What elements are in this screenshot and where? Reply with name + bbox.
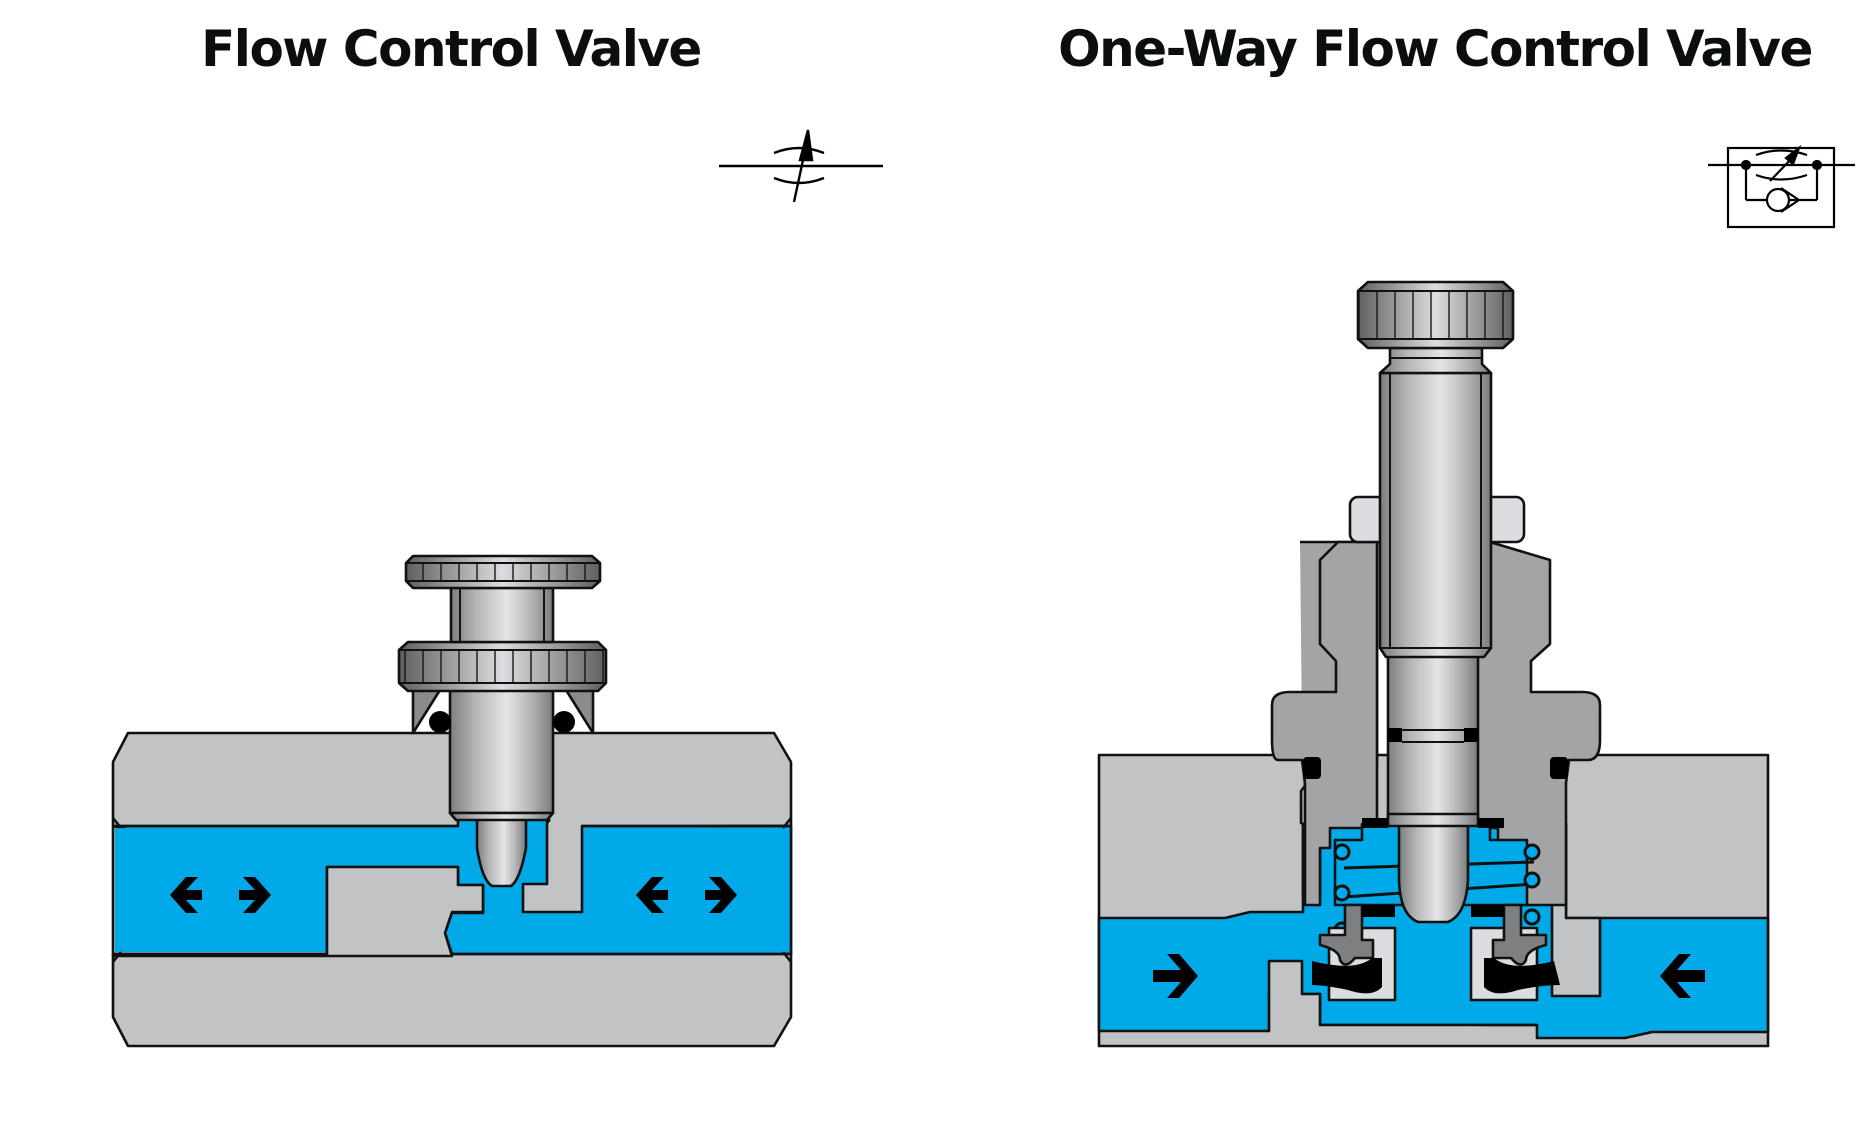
- left-right-arrow: [636, 877, 737, 913]
- left-arrow: [1660, 954, 1705, 998]
- adjustable-throttle-symbol: [719, 129, 883, 203]
- right-arrow: [1153, 954, 1198, 998]
- flow-control-valve-title: Flow Control Valve: [201, 20, 702, 78]
- stem-tip: [1397, 821, 1470, 924]
- needle-tip: [475, 816, 528, 888]
- one-way-flow-control-symbol: [1708, 144, 1855, 229]
- flow-control-valve: [111, 129, 883, 1048]
- o-ring-right: [1550, 757, 1568, 779]
- left-right-arrow: [170, 877, 271, 913]
- adjust-shaft: [1378, 371, 1493, 659]
- one-way-flow-control-valve-title: One-Way Flow Control Valve: [1058, 20, 1813, 78]
- o-ring-right: [553, 711, 575, 733]
- check-valve-right: [1469, 903, 1560, 1002]
- body-step-inlet: [1267, 959, 1537, 1031]
- check-valve-left: [1312, 903, 1397, 1002]
- valve-stem: [448, 688, 555, 815]
- o-ring-left: [1303, 757, 1321, 779]
- adjust-shaft: [449, 586, 555, 644]
- o-ring-left: [429, 711, 451, 733]
- one-way-flow-control-valve: [1097, 144, 1855, 1048]
